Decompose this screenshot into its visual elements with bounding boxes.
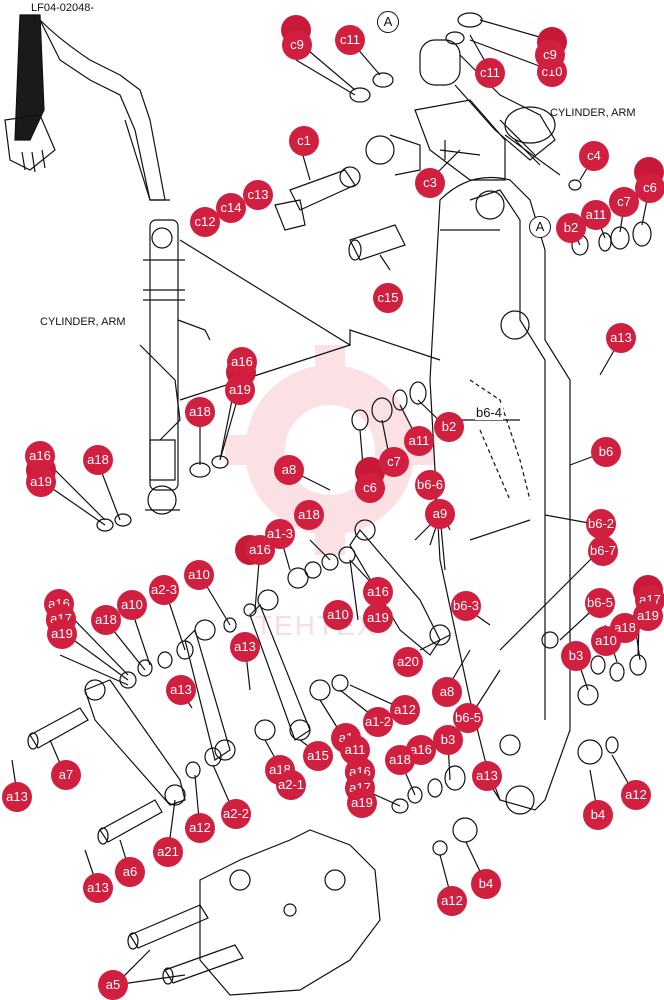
callout-a11[interactable]: a11	[404, 426, 434, 456]
arm-cylinder-left	[139, 219, 211, 515]
callout-a19[interactable]: a19	[47, 619, 77, 649]
arm-cylinder-top	[365, 39, 556, 181]
callout-a8[interactable]: a8	[432, 677, 462, 707]
callout-a18[interactable]: a18	[91, 605, 121, 635]
pin-c3-bolt	[439, 140, 481, 160]
callout-a2-3[interactable]: a2-3	[149, 575, 179, 605]
document-code: LF04-02048-	[31, 2, 94, 14]
callout-a2-2[interactable]: a2-2	[221, 799, 251, 829]
callout-a18[interactable]: a18	[294, 500, 324, 530]
label-b6-4[interactable]: b6-4	[475, 405, 504, 420]
callout-a9[interactable]: a9	[425, 499, 455, 529]
watermark-text: TEHTEX	[255, 610, 378, 641]
callout-a10[interactable]: a10	[184, 560, 214, 590]
main-arm-body	[429, 176, 571, 815]
reference-circle-a-mid: A	[529, 216, 551, 238]
callout-a16[interactable]: a16	[25, 441, 55, 471]
callout-b4[interactable]: b4	[583, 800, 613, 830]
callout-c12[interactable]: c12	[190, 207, 220, 237]
callout-c9[interactable]: c9	[535, 40, 565, 70]
callout-c11[interactable]: c11	[335, 25, 365, 55]
callout-a5[interactable]: a5	[98, 970, 128, 1000]
callout-b2[interactable]: b2	[556, 213, 586, 243]
callout-a10[interactable]: a10	[323, 600, 353, 630]
callout-a16[interactable]: a16	[363, 577, 393, 607]
pin-a7	[27, 707, 89, 750]
callout-a20[interactable]: a20	[393, 647, 423, 677]
bucket-bracket	[199, 829, 381, 996]
callout-a8[interactable]: a8	[274, 455, 304, 485]
callout-a2-1[interactable]: a2-1	[276, 770, 306, 800]
link-a21	[84, 679, 186, 806]
callout-a1-2[interactable]: a1-2	[363, 707, 393, 737]
pin-c1	[274, 166, 361, 231]
cylinder-label-left: CYLINDER, ARM	[40, 316, 126, 328]
callout-a16[interactable]: a16	[227, 347, 257, 377]
callout-a12[interactable]: a12	[437, 886, 467, 916]
callout-a13[interactable]: a13	[472, 761, 502, 791]
callout-b2[interactable]: b2	[434, 412, 464, 442]
link-a2-3	[184, 619, 236, 761]
callout-a11[interactable]: a11	[581, 200, 611, 230]
callout-a12[interactable]: a12	[390, 695, 420, 725]
callout-c13[interactable]: c13	[243, 180, 273, 210]
callout-c3[interactable]: c3	[415, 168, 445, 198]
callout-b6[interactable]: b6	[591, 437, 621, 467]
callout-a19[interactable]: a19	[363, 603, 393, 633]
callout-b6-2[interactable]: b6-2	[586, 509, 616, 539]
callout-a10[interactable]: a10	[117, 590, 147, 620]
callout-a13[interactable]: a13	[2, 782, 32, 812]
callout-b6-3[interactable]: b6-3	[451, 591, 481, 621]
pin-a6	[97, 799, 163, 845]
pin-c15	[348, 224, 406, 261]
callout-b6-7[interactable]: b6-7	[588, 536, 618, 566]
callout-b3[interactable]: b3	[561, 641, 591, 671]
callout-c15[interactable]: c15	[373, 283, 403, 313]
callout-c1[interactable]: c1	[289, 126, 319, 156]
callout-b6-5[interactable]: b6-5	[453, 703, 483, 733]
callout-a13[interactable]: a13	[166, 675, 196, 705]
callout-c7[interactable]: c7	[609, 187, 639, 217]
callout-a7[interactable]: a7	[51, 760, 81, 790]
callout-c14[interactable]: c14	[216, 193, 246, 223]
callout-a13[interactable]: a13	[230, 632, 260, 662]
callout-a19[interactable]: a19	[26, 467, 56, 497]
callout-b3[interactable]: b3	[433, 725, 463, 755]
cylinder-label-top: CYLINDER, ARM	[550, 107, 636, 119]
pin-a5	[127, 904, 244, 985]
callout-a15[interactable]: a15	[303, 741, 333, 771]
callout-b6-5[interactable]: b6-5	[585, 588, 615, 618]
callout-c6[interactable]: c6	[355, 473, 385, 503]
excavator-thumbnail	[4, 14, 170, 201]
callout-a19[interactable]: a19	[347, 788, 377, 818]
callout-a10[interactable]: a10	[591, 626, 621, 656]
callout-a6[interactable]: a6	[115, 857, 145, 887]
callout-a13[interactable]: a13	[606, 323, 636, 353]
callout-a19[interactable]: a19	[225, 375, 255, 405]
callout-a12[interactable]: a12	[185, 813, 215, 843]
callout-c4[interactable]: c4	[579, 141, 609, 171]
reference-circle-a-top: A	[377, 11, 399, 33]
callout-b6-6[interactable]: b6-6	[415, 470, 445, 500]
callout-a18[interactable]: a18	[83, 445, 113, 475]
callout-a12[interactable]: a12	[621, 780, 651, 810]
callout-a21[interactable]: a21	[153, 837, 183, 867]
callout-a13[interactable]: a13	[83, 873, 113, 903]
callout-a16[interactable]: a16	[245, 535, 275, 565]
callout-c9[interactable]: c9	[282, 30, 312, 60]
callout-a18[interactable]: a18	[185, 397, 215, 427]
callout-b4[interactable]: b4	[471, 869, 501, 899]
callout-a18[interactable]: a18	[385, 745, 415, 775]
callout-c6[interactable]: c6	[635, 173, 664, 203]
callout-c11[interactable]: c11	[475, 58, 505, 88]
callout-c7[interactable]: c7	[379, 447, 409, 477]
